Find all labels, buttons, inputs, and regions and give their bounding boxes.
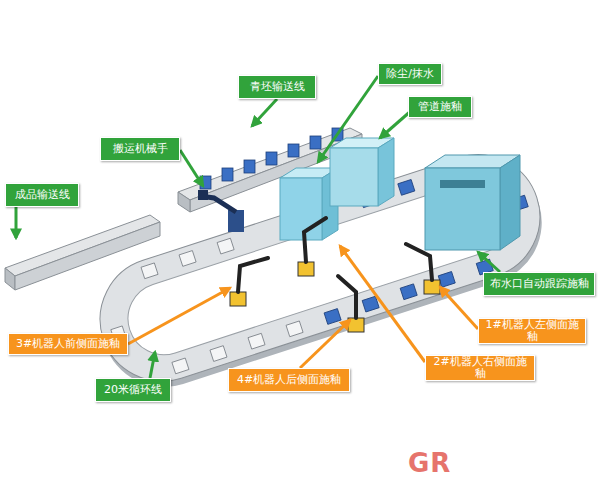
loop-conveyor <box>84 139 558 404</box>
watermark: GR <box>408 448 451 478</box>
callout-box: 布水口自动跟踪施釉 <box>483 272 595 296</box>
callout-text: 管道施釉 <box>418 101 462 113</box>
callout-box: 2#机器人右侧面施釉 <box>425 355 535 381</box>
callout-text: 4#机器人后侧面施釉 <box>237 374 341 386</box>
callout-text: 1#机器人左侧面施釉 <box>481 319 583 343</box>
glazing-robots <box>230 218 440 332</box>
callout-box: 除尘/抹水 <box>378 63 442 85</box>
callout-text: 成品输送线 <box>15 189 70 201</box>
callout-text: 2#机器人右侧面施釉 <box>428 356 532 380</box>
orange-leaders <box>128 246 478 368</box>
callout-box: 20米循环线 <box>95 378 171 402</box>
pipe-glaze-booth <box>330 138 394 206</box>
callout-text: 布水口自动跟踪施釉 <box>490 278 589 290</box>
callout-box: 搬运机械手 <box>100 137 180 161</box>
callout-text: 3#机器人前侧面施釉 <box>16 338 120 350</box>
transfer-robot <box>198 190 244 232</box>
callout-box: 3#机器人前侧面施釉 <box>8 333 128 355</box>
callout-text: 除尘/抹水 <box>386 68 434 80</box>
callout-box: 管道施釉 <box>408 96 472 118</box>
callout-text: 20米循环线 <box>104 384 162 396</box>
callout-box: 1#机器人左侧面施釉 <box>478 318 586 344</box>
callout-text: 搬运机械手 <box>113 143 168 155</box>
callout-text: 青坯输送线 <box>250 81 305 93</box>
tracking-glaze-booth <box>425 155 520 250</box>
callout-box: 4#机器人后侧面施釉 <box>228 368 350 392</box>
callout-box: 青坯输送线 <box>238 75 316 99</box>
callout-box: 成品输送线 <box>5 183 79 207</box>
